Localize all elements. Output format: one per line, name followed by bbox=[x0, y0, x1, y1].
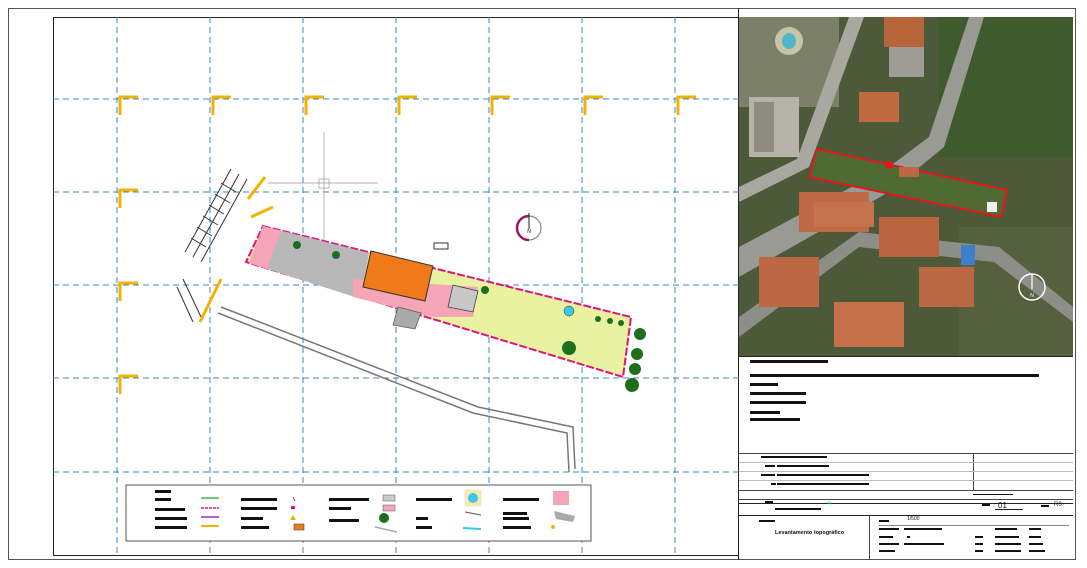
topographic-drawing[interactable]: N bbox=[53, 17, 739, 556]
access-road bbox=[217, 306, 576, 473]
paved-area bbox=[249, 226, 369, 299]
scale-value: 1/500 bbox=[907, 516, 920, 522]
aerial-photo[interactable]: N bbox=[739, 17, 1073, 356]
grid-markers bbox=[118, 95, 696, 394]
street-markings bbox=[198, 176, 274, 323]
drawing-description: Levantamento topográfico bbox=[775, 530, 845, 536]
street-parking bbox=[176, 168, 248, 323]
pink-area bbox=[249, 226, 281, 269]
legend bbox=[125, 484, 592, 542]
neighbour-building bbox=[392, 306, 422, 330]
annex-building bbox=[447, 284, 479, 313]
annotation-box bbox=[433, 242, 449, 250]
project-title-bar bbox=[750, 374, 1039, 377]
main-building bbox=[362, 250, 434, 302]
revision: R0 bbox=[1054, 502, 1062, 508]
sheet-divider bbox=[738, 8, 739, 560]
info-bar-4 bbox=[750, 411, 780, 414]
company-name-bar bbox=[750, 360, 828, 363]
pool bbox=[563, 305, 575, 317]
trees bbox=[293, 241, 646, 392]
sheet-number: 01 bbox=[998, 501, 1007, 510]
info-bar-2 bbox=[750, 392, 806, 395]
info-bar-1 bbox=[750, 383, 778, 386]
small-label: Ⓜ bbox=[827, 501, 833, 507]
construction-lines bbox=[268, 132, 378, 242]
info-bar-3 bbox=[750, 401, 806, 404]
aerial-photo-image: N bbox=[739, 17, 1073, 356]
title-block: Ⓜ 01 R0 Levantamento topográfico 1/500 bbox=[739, 356, 1073, 560]
sheet-border bbox=[8, 8, 1076, 560]
north-label: N bbox=[527, 229, 531, 235]
north-arrow: N bbox=[515, 213, 542, 242]
aerial-north-arrow: N bbox=[1018, 273, 1046, 301]
aerial-north-label: N bbox=[1030, 293, 1034, 299]
info-bar-5 bbox=[750, 418, 800, 421]
